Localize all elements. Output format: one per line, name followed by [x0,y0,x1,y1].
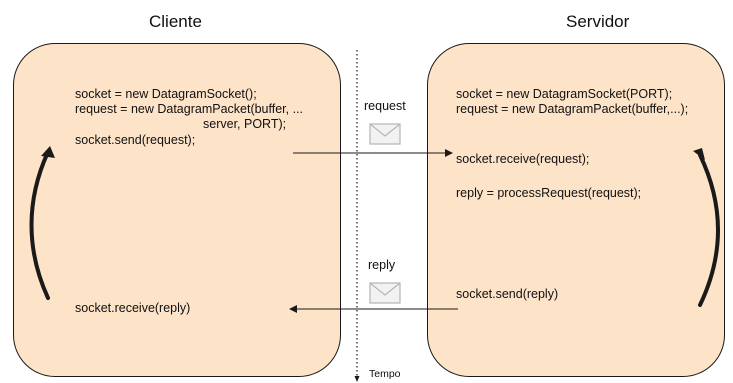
client-box [13,43,341,377]
server-process-line: reply = processRequest(request); [456,186,642,200]
client-request-line: request = new DatagramPacket(buffer, ... [75,102,304,116]
server-loop-arc [693,148,720,307]
server-request-line: request = new DatagramPacket(buffer,...)… [456,102,689,116]
client-send-line: socket.send(request); [75,133,196,147]
server-title: Servidor [566,12,630,31]
time-axis-arrowhead [354,376,360,382]
server-socket-line: socket = new DatagramSocket(PORT); [456,87,673,101]
envelope-icon [369,282,401,304]
reply-label: reply [368,258,396,272]
client-loop-arc [29,146,55,300]
server-receive-line: socket.receive(request); [456,152,590,166]
server-send-line: socket.send(reply) [456,287,559,301]
client-request-line-cont: server, PORT); [203,117,287,131]
time-axis-label: Tempo [369,368,401,380]
client-title: Cliente [149,12,202,31]
envelope-icon [369,123,401,145]
server-box [427,43,725,377]
client-socket-line: socket = new DatagramSocket(); [75,87,257,101]
client-receive-line: socket.receive(reply) [75,301,191,315]
request-label: request [364,99,406,113]
